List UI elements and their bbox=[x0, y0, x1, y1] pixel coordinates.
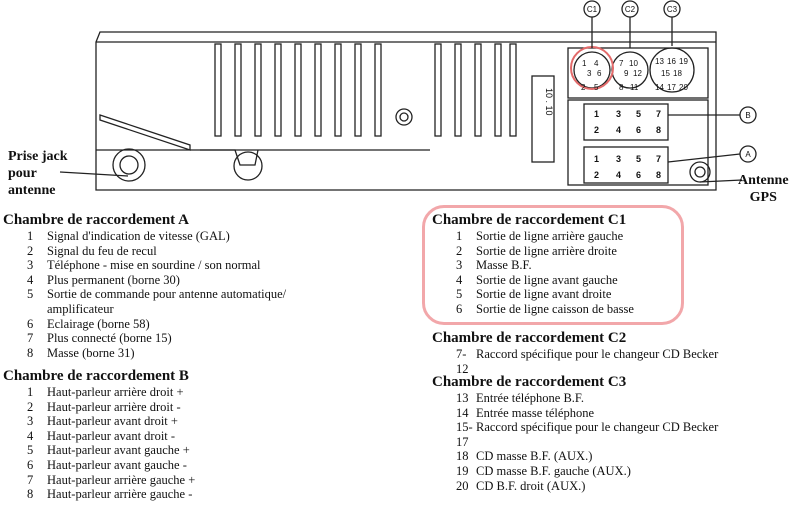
b-pin: 5 bbox=[636, 109, 641, 119]
c1-pin: 5 bbox=[594, 83, 599, 92]
section-title: Chambre de raccordement C3 bbox=[432, 374, 627, 390]
radio-rear-panel-diagram: C1 C2 C3 B A 1 4 3 6 2 5 7 10 9 12 8 11 … bbox=[59, 0, 757, 191]
callout-c3: C3 bbox=[667, 5, 678, 14]
c1-pin: 2 bbox=[581, 83, 586, 92]
c2-pin: 8 bbox=[619, 83, 624, 92]
a-pin: 3 bbox=[616, 154, 621, 164]
c3-socket bbox=[649, 47, 695, 93]
label-line: pour bbox=[8, 166, 37, 181]
antenna-jack-icon bbox=[112, 148, 146, 182]
a-pin: 1 bbox=[594, 154, 599, 164]
c3-pin: 16 bbox=[667, 57, 676, 66]
c3-pin: 18 bbox=[673, 69, 682, 78]
gps-antenna-label: Antenne GPS bbox=[738, 172, 789, 206]
c1-pin: 6 bbox=[597, 69, 602, 78]
gps-antenna-icon bbox=[689, 161, 711, 183]
b-pin: 3 bbox=[616, 109, 621, 119]
c2-pin: 12 bbox=[633, 69, 642, 78]
b-pin: 7 bbox=[656, 109, 661, 119]
a-pin: 5 bbox=[636, 154, 641, 164]
c2-pin: 11 bbox=[630, 83, 639, 92]
label-line: GPS bbox=[749, 190, 777, 205]
b-pin: 1 bbox=[594, 109, 599, 119]
b-pin: 4 bbox=[616, 125, 621, 135]
c3-pin: 15 bbox=[661, 69, 670, 78]
label-line: antenne bbox=[8, 183, 56, 198]
a-pin: 4 bbox=[616, 170, 621, 180]
b-pin: 6 bbox=[636, 125, 641, 135]
c3-pin: 17 bbox=[667, 83, 676, 92]
list-item: amplificateur bbox=[47, 301, 114, 316]
c1-pin: 3 bbox=[587, 69, 592, 78]
screw-icon bbox=[395, 108, 413, 126]
c1-highlight-ring bbox=[570, 46, 614, 90]
section-title: Chambre de raccordement C1 bbox=[432, 212, 627, 228]
chassis-outline bbox=[95, 31, 717, 191]
c1-pin: 1 bbox=[582, 59, 587, 68]
c3-pin: 20 bbox=[679, 83, 688, 92]
label-line: Antenne bbox=[738, 173, 789, 188]
c3-pin: 14 bbox=[655, 83, 664, 92]
c2-pin: 7 bbox=[619, 59, 624, 68]
section-title: Chambre de raccordement A bbox=[3, 212, 189, 228]
side-mark: 10 . 10 bbox=[544, 88, 554, 116]
label-line: Prise jack bbox=[8, 149, 68, 164]
c2-pin: 10 bbox=[629, 59, 638, 68]
b-pin: 8 bbox=[656, 125, 661, 135]
section-title: Chambre de raccordement B bbox=[3, 368, 189, 384]
c3-pin: 19 bbox=[679, 57, 688, 66]
c3-pin: 13 bbox=[655, 57, 664, 66]
a-pin: 7 bbox=[656, 154, 661, 164]
callout-a: A bbox=[745, 150, 751, 159]
c2-pin: 9 bbox=[624, 69, 629, 78]
callout-c1: C1 bbox=[587, 5, 598, 14]
c1-pin: 4 bbox=[594, 59, 599, 68]
heatsink-fins bbox=[214, 43, 517, 137]
c1-socket bbox=[573, 51, 611, 89]
antenna-jack-label: Prise jack pour antenne bbox=[8, 148, 67, 199]
a-pin: 2 bbox=[594, 170, 599, 180]
callout-c2: C2 bbox=[625, 5, 636, 14]
c1-highlight-box bbox=[422, 205, 684, 325]
a-pin: 8 bbox=[656, 170, 661, 180]
callout-b: B bbox=[745, 111, 750, 120]
b-pin: 2 bbox=[594, 125, 599, 135]
a-pin: 6 bbox=[636, 170, 641, 180]
section-title: Chambre de raccordement C2 bbox=[432, 330, 627, 346]
